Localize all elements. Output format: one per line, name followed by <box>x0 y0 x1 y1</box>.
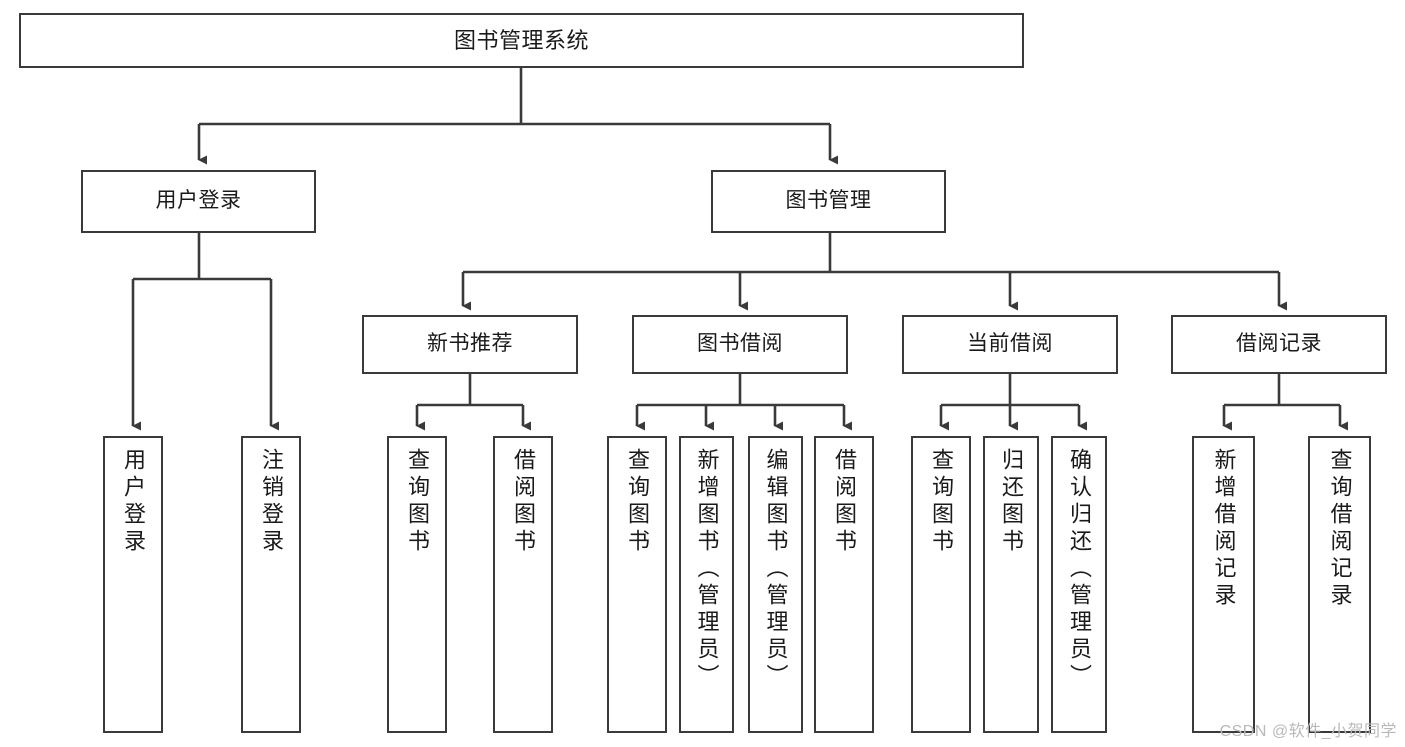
node-user-login[interactable]: 用户登录 <box>81 170 316 233</box>
node-label: 编辑图书（管理员） <box>763 448 789 691</box>
node-leaf-new-book-query-book[interactable]: 查询图书 <box>387 436 447 733</box>
node-label: 用户登录 <box>121 448 146 556</box>
node-leaf-book-borrow-borrow-book[interactable]: 借阅图书 <box>814 436 874 733</box>
node-label: 图书借阅 <box>697 332 783 356</box>
node-leaf-current-borrow-return-book[interactable]: 归还图书 <box>983 436 1039 733</box>
node-leaf-book-borrow-query-book[interactable]: 查询图书 <box>607 436 667 733</box>
node-leaf-book-borrow-add-book-admin[interactable]: 新增图书（管理员） <box>679 436 734 733</box>
node-current-borrow[interactable]: 当前借阅 <box>902 315 1118 374</box>
node-label: 借阅记录 <box>1236 332 1322 356</box>
node-leaf-book-borrow-edit-book-admin[interactable]: 编辑图书（管理员） <box>748 436 803 733</box>
node-new-book-recommend[interactable]: 新书推荐 <box>362 315 578 374</box>
node-leaf-borrow-records-query-record[interactable]: 查询借阅记录 <box>1308 436 1371 733</box>
node-book-management[interactable]: 图书管理 <box>711 170 946 233</box>
node-label: 新书推荐 <box>427 332 513 356</box>
node-label: 借阅图书 <box>832 448 857 556</box>
node-borrow-records[interactable]: 借阅记录 <box>1171 315 1387 374</box>
node-label: 归还图书 <box>999 448 1024 556</box>
node-root-book-management-system[interactable]: 图书管理系统 <box>19 13 1024 68</box>
node-leaf-user-login-login[interactable]: 用户登录 <box>103 436 163 733</box>
node-leaf-current-borrow-confirm-return-admin[interactable]: 确认归还（管理员） <box>1051 436 1107 733</box>
node-label: 查询借阅记录 <box>1327 448 1353 610</box>
node-label: 借阅图书 <box>511 448 536 556</box>
node-label: 注销登录 <box>259 448 284 556</box>
node-label: 当前借阅 <box>967 332 1053 356</box>
node-label: 确认归还（管理员） <box>1067 448 1092 691</box>
node-label: 用户登录 <box>155 189 242 213</box>
node-leaf-current-borrow-query-book[interactable]: 查询图书 <box>911 436 971 733</box>
node-leaf-borrow-records-add-record[interactable]: 新增借阅记录 <box>1192 436 1255 733</box>
node-label: 查询图书 <box>405 448 430 556</box>
node-leaf-new-book-borrow-book[interactable]: 借阅图书 <box>493 436 553 733</box>
node-label: 新增借阅记录 <box>1211 448 1237 610</box>
node-label: 图书管理系统 <box>453 27 589 53</box>
node-book-borrow[interactable]: 图书借阅 <box>632 315 848 374</box>
node-leaf-user-login-logout[interactable]: 注销登录 <box>241 436 301 733</box>
node-label: 查询图书 <box>625 448 650 556</box>
node-label: 新增图书（管理员） <box>694 448 720 691</box>
csdn-watermark: CSDN @软件_小贺同学 <box>1219 723 1397 740</box>
node-label: 图书管理 <box>785 189 872 213</box>
node-label: 查询图书 <box>929 448 954 556</box>
